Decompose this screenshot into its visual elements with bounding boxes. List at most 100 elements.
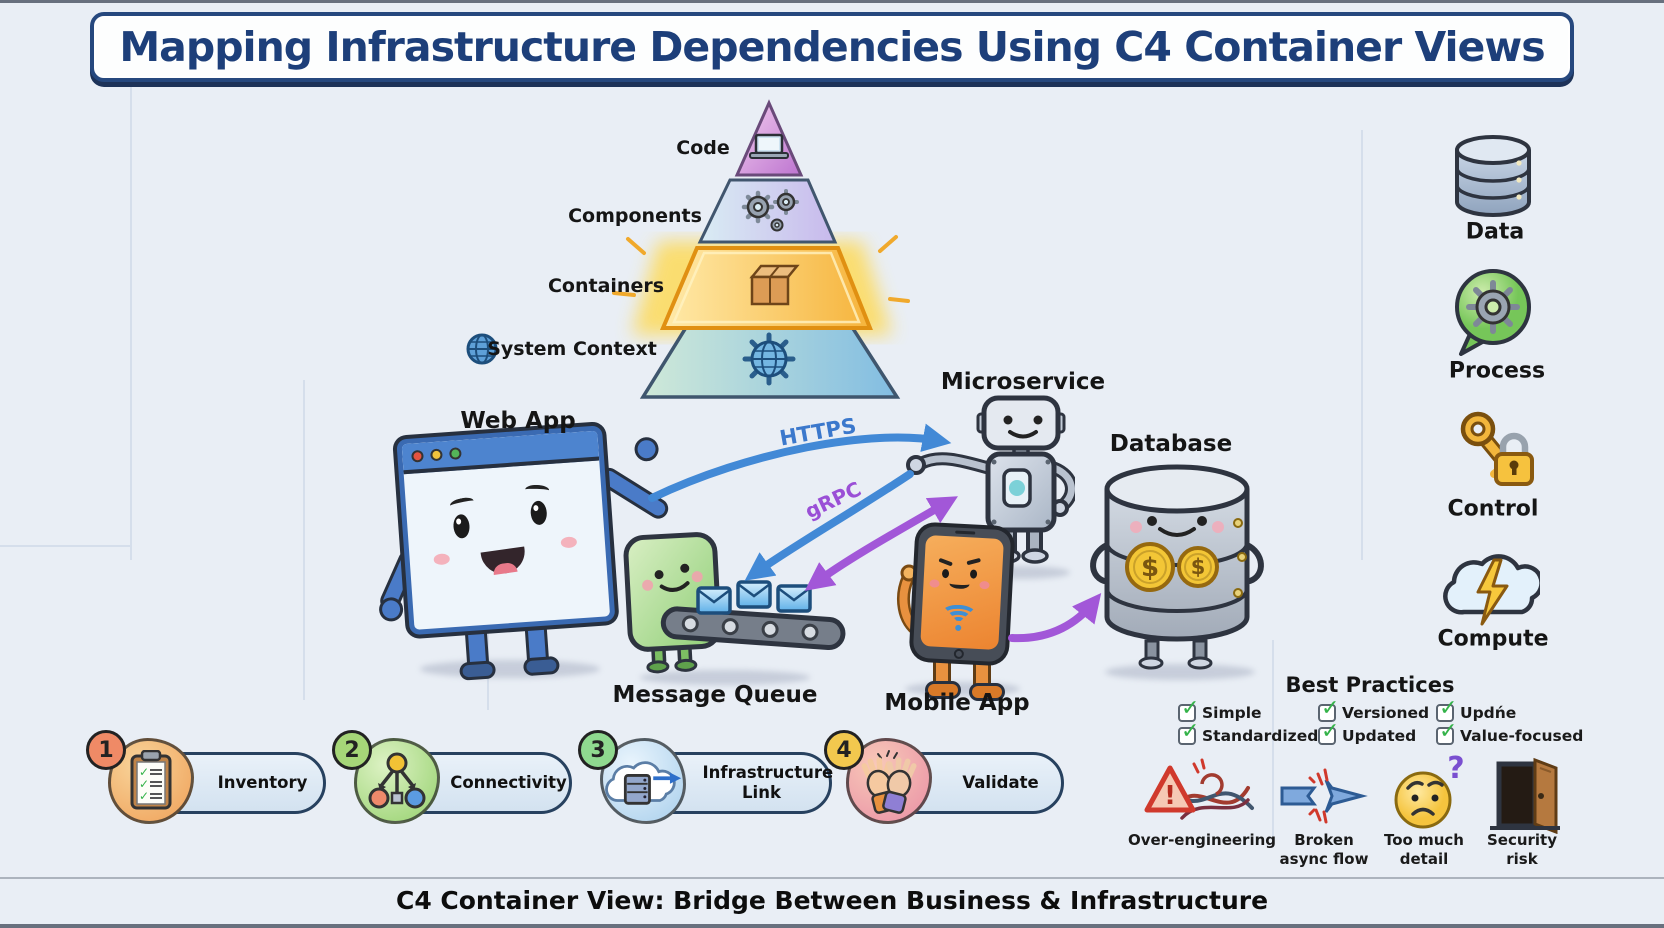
page-title: Mapping Infrastructure Dependencies Usin…	[119, 23, 1545, 71]
svg-text:$: $	[1141, 553, 1159, 583]
step-2-blob	[354, 738, 440, 824]
key-lock-icon	[1460, 411, 1534, 486]
robot-left-hand	[906, 455, 926, 475]
db-left-leg	[1144, 639, 1160, 661]
webapp-left-brow	[449, 495, 475, 511]
checkbox-icon: ✓	[1436, 719, 1457, 745]
phone-right-brow	[966, 557, 981, 566]
anti-pattern-security-risk: Security risk	[1486, 831, 1558, 868]
c4-pyramid-graphic	[612, 99, 910, 399]
title-banner: Mapping Infrastructure Dependencies Usin…	[90, 12, 1574, 82]
phone-home-button	[953, 648, 965, 660]
webapp-left-foot	[462, 663, 493, 678]
anti-pattern-broken-async-flow: Broken async flow	[1279, 831, 1369, 868]
web-app-label: Web App	[460, 408, 576, 434]
db-left-arm	[1090, 542, 1110, 584]
browser-window	[396, 425, 616, 636]
grpc-label: gRPC	[801, 476, 865, 524]
checkbox-icon: ✓	[1318, 696, 1339, 722]
phone-left-eye	[941, 568, 950, 579]
confused-face-icon: ?	[1394, 752, 1465, 829]
gear-speech-bubble-icon	[1455, 269, 1531, 356]
database-icon	[1455, 135, 1531, 217]
db-right-foot	[1187, 656, 1213, 670]
svg-text:$: $	[1191, 555, 1206, 579]
window-close-dot	[411, 449, 424, 463]
step-number-badge: 3	[578, 730, 618, 770]
bottom-frame-line	[0, 924, 1664, 928]
robot-right-foot	[1021, 548, 1049, 564]
pyramid-label-system-context: System Context	[487, 338, 657, 360]
webapp-mouth	[480, 546, 528, 577]
svg-text:✓: ✓	[139, 765, 149, 779]
grid-line	[1361, 130, 1363, 560]
pyramid-label-containers: Containers	[547, 275, 665, 297]
footer-divider	[0, 877, 1664, 879]
envelope-icon	[736, 580, 772, 609]
checkbox-icon: ✓	[1178, 719, 1199, 745]
gears-icon	[741, 189, 799, 232]
webapp-shadow	[420, 660, 600, 678]
envelope-icon	[776, 584, 812, 613]
database-label: Database	[1109, 431, 1233, 457]
step-2-connectivity: Connectivity 2	[332, 730, 582, 835]
warning-tangle-icon: !	[1144, 758, 1254, 820]
browser-titlebar	[401, 430, 600, 475]
svg-text:✓: ✓	[139, 789, 149, 803]
robot-head	[981, 395, 1061, 451]
phone-left-blush	[929, 579, 940, 588]
step-number-badge: 2	[332, 730, 372, 770]
db-separator	[1105, 588, 1249, 613]
phone-left-leg	[936, 656, 948, 688]
top-frame-line	[0, 0, 1664, 3]
webapp-right-arm	[599, 468, 668, 519]
database-character: $ $	[1090, 464, 1264, 670]
resource-label-data: Data	[1465, 219, 1525, 245]
webapp-left-eye	[452, 513, 471, 539]
network-nodes-icon	[368, 752, 426, 809]
cloud-lightning-icon	[1443, 554, 1540, 626]
package-box-icon	[749, 264, 800, 306]
phone-right-foot	[972, 686, 1002, 698]
step-1-blob: ✓✓✓	[108, 738, 194, 824]
open-door-icon	[1490, 757, 1560, 834]
best-practice-item: ✓ Standardized	[1178, 719, 1318, 745]
clipboard-checklist-icon: ✓✓✓	[130, 750, 172, 810]
message-queue-character	[623, 532, 846, 674]
glow-rays	[612, 235, 910, 303]
phone-left-foot	[928, 684, 958, 696]
best-practices-title: Best Practices	[1285, 673, 1455, 697]
checkbox-icon: ✓	[1436, 696, 1457, 722]
phone-screen	[920, 535, 1004, 650]
webapp-left-hand	[381, 599, 401, 620]
step-number-badge: 4	[824, 730, 864, 770]
globe-icon	[466, 333, 498, 365]
grid-line	[130, 60, 132, 560]
phone-speaker	[955, 530, 976, 535]
checkbox-icon: ✓	[1318, 719, 1339, 745]
webapp-right-brow	[524, 484, 550, 496]
svg-text:✓: ✓	[139, 777, 149, 791]
db-cylinder-top	[1104, 464, 1250, 514]
https-label: HTTPS	[777, 413, 859, 451]
anti-pattern-over-engineering: Over-engineering	[1127, 831, 1277, 849]
wifi-icon	[926, 535, 1004, 632]
db-left-foot	[1138, 656, 1164, 670]
best-practice-item: ✓ Updated	[1318, 719, 1416, 745]
resource-label-compute: Compute	[1437, 626, 1549, 652]
svg-text:?: ?	[1447, 752, 1464, 786]
mobile-to-database-arrow	[1008, 593, 1102, 643]
mobile-app-character	[912, 525, 1012, 663]
laptop-icon	[749, 133, 789, 159]
phone-right-eye	[969, 569, 978, 579]
window-maximize-dot	[448, 447, 462, 460]
footer-caption: C4 Container View: Bridge Between Busine…	[395, 886, 1269, 915]
containers-inner-highlight	[672, 251, 861, 324]
checkbox-icon: ✓	[1178, 696, 1199, 722]
step-number-badge: 1	[86, 730, 126, 770]
phone-left-brow	[938, 557, 953, 567]
best-practice-item: ✓ Updńe	[1436, 696, 1516, 722]
step-3-infrastructure-link: Infrastructure Link 3	[578, 730, 833, 835]
webapp-left-blush	[433, 553, 451, 566]
db-right-leg	[1192, 639, 1208, 661]
